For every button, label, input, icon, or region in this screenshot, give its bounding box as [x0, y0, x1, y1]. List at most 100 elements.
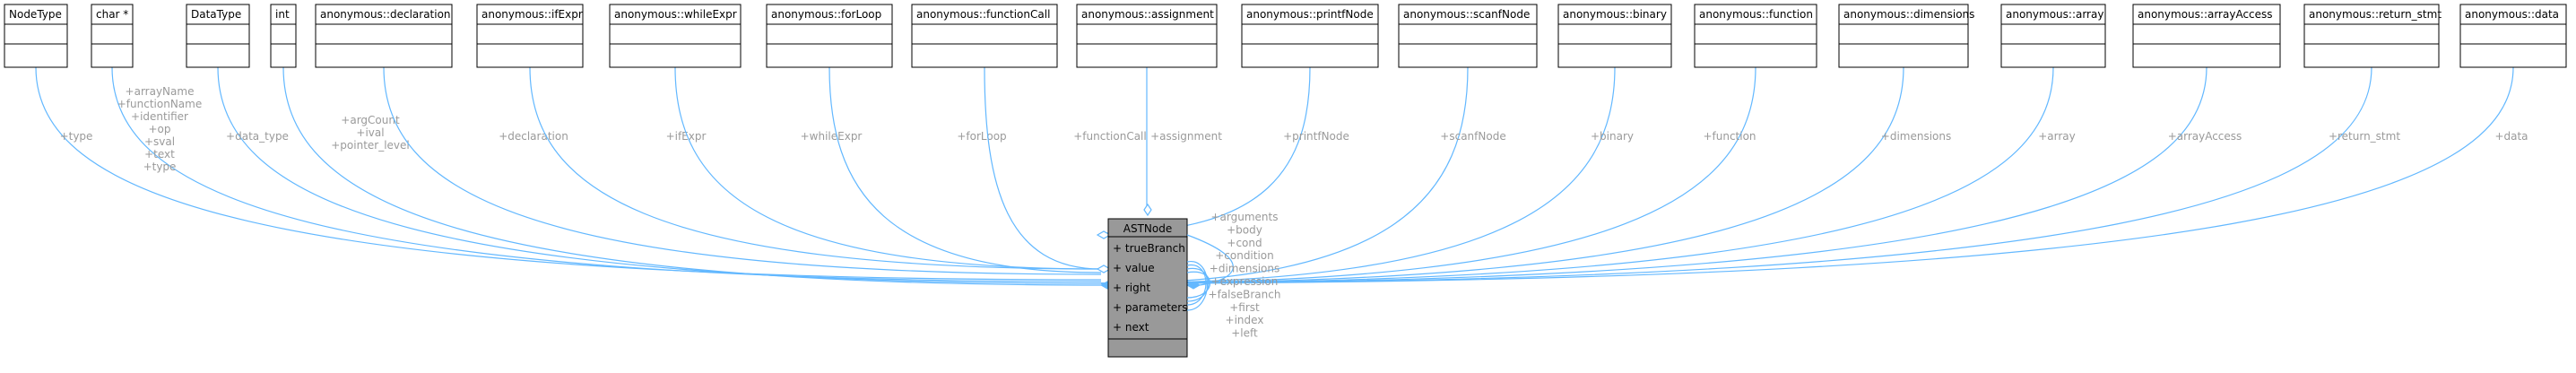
member-parameters: + parameters [1113, 301, 1187, 314]
edge-label-anonymous-ifexpr: +ifExpr [666, 130, 707, 143]
edge-anonymous-forloop [828, 66, 1102, 273]
box-int[interactable]: int [270, 4, 297, 68]
box-anonymous-binary[interactable]: anonymous::binary [1557, 4, 1672, 68]
edge-label-int: +argCount [341, 114, 400, 126]
edge-label-anonymous-function: +function [1703, 130, 1756, 143]
edge-int [282, 66, 1102, 286]
edge-label-char: +functionName [117, 98, 202, 110]
member-next: + next [1113, 321, 1149, 334]
self-edge-label: +index [1226, 314, 1264, 326]
box-title-nodetype: NodeType [9, 8, 62, 21]
box-anonymous-printfnode[interactable]: anonymous::printfNode [1241, 4, 1379, 68]
edge-anonymous-arrayaccess [1100, 66, 2207, 284]
edge-label-anonymous-whileexpr: +whileExpr [801, 130, 863, 143]
edge-anonymous-data [1100, 66, 2514, 284]
edge-label-char: +arrayName [126, 85, 195, 98]
box-title-anonymous-assignment: anonymous::assignment [1081, 8, 1214, 21]
edge-anonymous-whileexpr [674, 66, 1102, 270]
box-anonymous-data[interactable]: anonymous::data [2459, 4, 2567, 68]
edge-label-nodetype: +type [60, 130, 93, 143]
edge-label-anonymous-binary: +binary [1591, 130, 1634, 143]
box-title-anonymous-binary: anonymous::binary [1563, 8, 1667, 21]
self-edge-label: +first [1229, 301, 1260, 314]
edge-anonymous-functioncall [984, 66, 1102, 270]
edge-label-anonymous-dimensions: +dimensions [1881, 130, 1951, 143]
box-title-anonymous-ifexpr: anonymous::ifExpr [481, 8, 583, 21]
box-anonymous-functioncall[interactable]: anonymous::functionCall [911, 4, 1058, 68]
box-title-anonymous-dimensions: anonymous::dimensions [1843, 8, 1974, 21]
box-title-int: int [275, 8, 290, 21]
member-value: + value [1113, 262, 1155, 274]
edge-anonymous-array [1100, 66, 2054, 284]
box-anonymous-function[interactable]: anonymous::function [1694, 4, 1817, 68]
self-edge-label: +expression [1211, 275, 1279, 288]
box-title-anonymous-data: anonymous::data [2465, 8, 2559, 21]
edge-label-anonymous-functioncall: +functionCall [1073, 130, 1146, 143]
edge-label-char: +type [143, 160, 177, 173]
self-edge-label: +body [1227, 223, 1262, 236]
self-edge-label: +falseBranch [1209, 288, 1281, 300]
self-edge-label: +arguments [1211, 211, 1279, 223]
box-anonymous-return-stmt[interactable]: anonymous::return_stmt [2303, 4, 2442, 68]
box-anonymous-assignment[interactable]: anonymous::assignment [1076, 4, 1218, 68]
box-anonymous-forloop[interactable]: anonymous::forLoop [766, 4, 893, 68]
edge-anonymous-declaration [383, 66, 1102, 275]
edge-anonymous-scanfnode [1100, 66, 1469, 284]
edge-label-int: +ival [356, 126, 384, 139]
astnode-title: ASTNode [1123, 222, 1172, 235]
box-title-anonymous-scanfnode: anonymous::scanfNode [1403, 8, 1530, 21]
box-title-char: char * [96, 8, 128, 21]
edge-label-anonymous-return-stmt: +return_stmt [2329, 130, 2400, 143]
member-trueBranch: + trueBranch [1113, 242, 1185, 255]
edge-anonymous-binary [1100, 66, 1616, 284]
edge-label-char: +sval [144, 135, 175, 148]
edge-label-anonymous-forloop: +forLoop [957, 130, 1006, 143]
self-edge-label: +cond [1227, 237, 1262, 249]
edge-label-anonymous-data: +data [2494, 130, 2528, 143]
self-edge-label: +condition [1215, 249, 1274, 262]
box-char[interactable]: char * [91, 4, 134, 68]
self-loop-edge [1186, 265, 1207, 306]
astnode-box[interactable] [1107, 218, 1188, 358]
box-title-anonymous-whileexpr: anonymous::whileExpr [614, 8, 737, 21]
member-right: + right [1113, 282, 1150, 294]
aggregation-diamond-top [1143, 203, 1152, 217]
box-anonymous-whileexpr[interactable]: anonymous::whileExpr [609, 4, 742, 68]
edge-label-anonymous-arrayaccess: +arrayAccess [2168, 130, 2242, 143]
edge-datatype [217, 66, 1102, 284]
box-title-anonymous-arrayaccess: anonymous::arrayAccess [2138, 8, 2273, 21]
box-anonymous-declaration[interactable]: anonymous::declaration [315, 4, 453, 68]
box-anonymous-arrayaccess[interactable]: anonymous::arrayAccess [2132, 4, 2281, 68]
box-anonymous-ifexpr[interactable]: anonymous::ifExpr [476, 4, 584, 68]
box-title-anonymous-printfnode: anonymous::printfNode [1246, 8, 1374, 21]
box-nodetype[interactable]: NodeType [4, 4, 68, 68]
self-loop-edge [1186, 234, 1234, 286]
box-title-anonymous-array: anonymous::array [2006, 8, 2103, 21]
box-anonymous-scanfnode[interactable]: anonymous::scanfNode [1398, 4, 1538, 68]
edge-anonymous-printfnode [1100, 66, 1311, 234]
edge-label-datatype: +data_type [226, 130, 289, 143]
edge-anonymous-ifexpr [529, 66, 1102, 270]
edge-label-anonymous-scanfnode: +scanfNode [1440, 130, 1505, 143]
box-title-anonymous-return-stmt: anonymous::return_stmt [2309, 8, 2442, 21]
edge-label-anonymous-printfnode: +printfNode [1283, 130, 1349, 143]
edge-label-anonymous-assignment: +assignment [1150, 130, 1222, 143]
self-edge-label: +dimensions [1210, 263, 1279, 275]
edge-anonymous-return-stmt [1100, 66, 2372, 284]
edge-label-char: +op [148, 123, 170, 135]
edge-anonymous-dimensions [1100, 66, 1904, 284]
box-title-datatype: DataType [191, 8, 241, 21]
edge-label-char: +identifier [131, 110, 188, 123]
edge-label-anonymous-declaration: +declaration [499, 130, 568, 143]
box-anonymous-array[interactable]: anonymous::array [2000, 4, 2106, 68]
box-datatype[interactable]: DataType [186, 4, 250, 68]
edge-label-char: +text [144, 148, 175, 160]
box-title-anonymous-declaration: anonymous::declaration [320, 8, 451, 21]
edge-anonymous-function [1100, 66, 1756, 284]
box-title-anonymous-function: anonymous::function [1699, 8, 1813, 21]
box-title-anonymous-forloop: anonymous::forLoop [771, 8, 881, 21]
edge-char [111, 66, 1102, 282]
edge-label-anonymous-array: +array [2038, 130, 2076, 143]
box-anonymous-dimensions[interactable]: anonymous::dimensions [1838, 4, 1974, 68]
